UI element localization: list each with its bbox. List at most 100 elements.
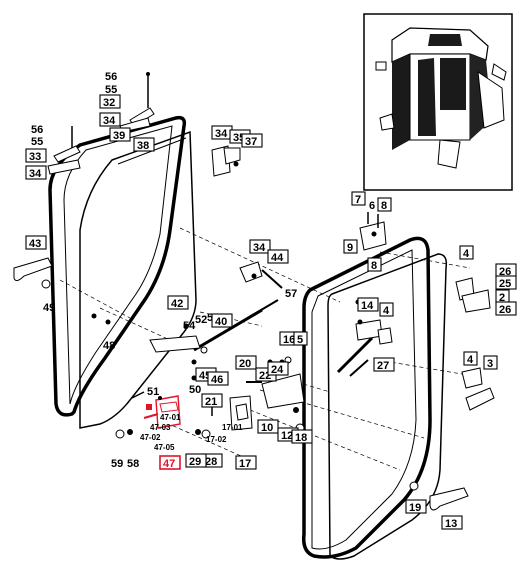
sublabel-47-02: 47-02 <box>140 433 161 442</box>
left-door <box>48 115 197 429</box>
right-door <box>301 236 448 560</box>
callout-p38: 38 <box>133 137 155 152</box>
callout-p21: 21 <box>201 393 223 408</box>
callout-p19: 19 <box>405 499 427 514</box>
callout-p26b: 26 <box>495 301 517 316</box>
callout-label: 3 <box>487 358 493 370</box>
callout-p29: 29 <box>185 453 207 468</box>
callout-label: 16 <box>283 334 295 346</box>
callout-label: 28 <box>205 456 217 468</box>
callout-label: 7 <box>355 194 361 206</box>
callout-p34b: 34 <box>25 165 47 180</box>
callout-p4b: 4 <box>379 302 394 317</box>
callout-label: 9 <box>347 242 353 254</box>
callout-p18: 18 <box>291 429 313 444</box>
sublabel-47-01: 47-01 <box>160 413 181 422</box>
callout-p51: 51 <box>147 386 159 398</box>
hinge-upper-left <box>119 72 155 133</box>
callout-p14: 14 <box>357 297 379 312</box>
callout-p44: 44 <box>267 249 289 264</box>
callout-label: 27 <box>377 360 389 372</box>
callout-p42: 42 <box>167 295 189 310</box>
callout-label: 52 <box>195 314 207 326</box>
bracket-left-mid <box>211 145 241 177</box>
callout-label: 55 <box>31 136 43 148</box>
callout-p57: 57 <box>285 288 297 300</box>
hinge-right-top <box>359 212 387 251</box>
tractor-cab-inset-icon <box>375 27 507 169</box>
sublabel-47-03: 47-03 <box>150 423 171 432</box>
callout-p8b: 8 <box>367 257 382 272</box>
callout-label: 12 <box>281 430 293 442</box>
latch-left <box>149 323 208 365</box>
callout-p37: 37 <box>241 133 263 148</box>
callout-label: 58 <box>127 458 139 470</box>
callout-label: 29 <box>189 456 201 468</box>
callout-p54: 54 <box>183 320 196 332</box>
hinge-right-door <box>246 356 305 433</box>
callout-p7: 7 <box>351 191 366 206</box>
callout-p6: 6 <box>369 200 375 212</box>
callout-label: 14 <box>361 300 374 312</box>
callout-label: 56 <box>105 71 117 83</box>
callout-p48: 48 <box>103 340 115 352</box>
callout-label: 5 <box>297 334 303 346</box>
callout-label: 26 <box>499 304 511 316</box>
callout-label: 49 <box>43 302 55 314</box>
callout-p34a: 34 <box>99 112 121 127</box>
lock-sublabels: 47-01 47-03 47-02 47-05 17-01 17-02 <box>140 413 243 452</box>
callout-label: 8 <box>371 260 377 272</box>
callout-label: 20 <box>239 358 251 370</box>
callout-label: 44 <box>271 252 284 264</box>
callout-p2: 2 <box>495 289 510 304</box>
callout-p43: 43 <box>25 235 47 250</box>
callout-p50: 50 <box>189 384 201 396</box>
callout-label: 26 <box>499 266 511 278</box>
callout-p47: 47 <box>159 455 181 470</box>
callout-label: 8 <box>381 200 387 212</box>
callout-label: 38 <box>137 140 149 152</box>
sublabel-17-02: 17-02 <box>206 435 227 444</box>
callout-label: 40 <box>215 316 227 328</box>
callout-label: 25 <box>499 278 511 290</box>
callout-p17: 17 <box>235 455 257 470</box>
callout-p32: 32 <box>99 94 121 109</box>
handle-left <box>13 257 53 289</box>
callout-label: 17 <box>239 458 251 470</box>
callout-p39: 39 <box>109 127 131 142</box>
callout-label: 33 <box>29 151 41 163</box>
callout-p55b: 55 <box>31 136 43 148</box>
callout-label: 48 <box>103 340 115 352</box>
callout-p40: 40 <box>211 313 233 328</box>
callout-label: 4 <box>467 354 474 366</box>
callout-label: 42 <box>171 298 183 310</box>
callout-p59: 59 <box>111 458 123 470</box>
callout-label: 46 <box>211 374 223 386</box>
callout-label: 21 <box>205 396 217 408</box>
callout-p49: 49 <box>43 302 55 314</box>
callout-p13: 13 <box>441 515 463 530</box>
callout-label: 47 <box>163 458 175 470</box>
gas-strut-right <box>336 299 393 377</box>
callout-p22: 22 <box>255 367 277 382</box>
callout-label: 50 <box>189 384 201 396</box>
callout-p27: 27 <box>373 357 395 372</box>
cab-inset <box>363 13 513 191</box>
callout-p58: 58 <box>127 458 139 470</box>
callout-p46: 46 <box>207 371 229 386</box>
callout-label: 39 <box>113 130 125 142</box>
callout-p56b: 56 <box>31 124 43 136</box>
callout-p4a: 4 <box>459 245 474 260</box>
callout-label: 19 <box>409 502 421 514</box>
callout-p8a: 8 <box>377 197 392 212</box>
bracket-right-lower <box>461 367 495 411</box>
callout-p55a: 55 <box>105 84 117 96</box>
callout-label: 13 <box>445 518 457 530</box>
callout-label: 32 <box>103 97 115 109</box>
callout-label: 57 <box>285 288 297 300</box>
bracket-right-upper <box>455 277 491 313</box>
callout-p10: 10 <box>257 419 279 434</box>
callout-label: 10 <box>261 422 273 434</box>
callout-p56a: 56 <box>105 71 117 83</box>
